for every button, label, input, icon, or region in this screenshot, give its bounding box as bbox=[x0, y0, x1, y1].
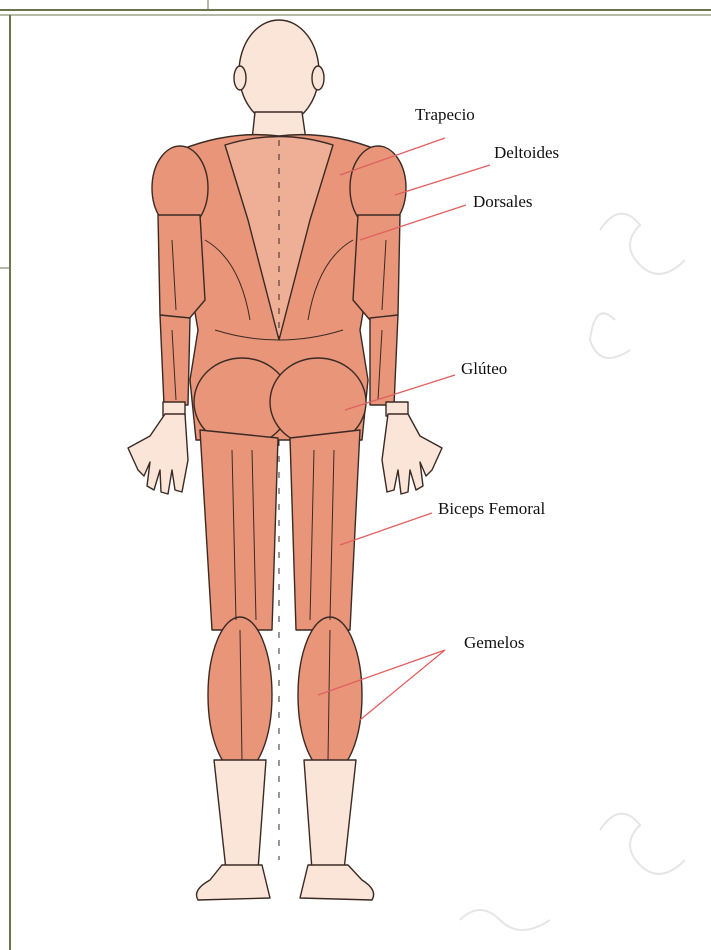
left-shin bbox=[214, 760, 266, 870]
label-trapecio: Trapecio bbox=[415, 106, 475, 123]
label-biceps-femoral: Biceps Femoral bbox=[438, 500, 545, 517]
label-dorsales: Dorsales bbox=[473, 193, 532, 210]
right-ear bbox=[312, 66, 324, 90]
right-shin bbox=[304, 760, 356, 870]
right-forearm bbox=[370, 315, 398, 405]
left-forearm bbox=[160, 315, 190, 405]
left-upper-arm bbox=[158, 215, 205, 320]
leader-deltoides bbox=[395, 165, 490, 195]
right-upper-arm bbox=[353, 215, 400, 320]
leader-gemelos-2 bbox=[360, 650, 445, 720]
left-foot bbox=[197, 865, 271, 900]
label-gluteo: Glúteo bbox=[461, 360, 507, 377]
right-foot bbox=[300, 865, 374, 900]
body-figure bbox=[128, 20, 442, 900]
right-thigh bbox=[290, 430, 360, 630]
left-ear bbox=[234, 66, 246, 90]
head bbox=[239, 20, 319, 124]
label-deltoides: Deltoides bbox=[494, 144, 559, 161]
right-hand bbox=[382, 414, 442, 494]
left-hand bbox=[128, 414, 188, 494]
label-gemelos: Gemelos bbox=[464, 634, 524, 651]
watermark bbox=[460, 214, 685, 930]
left-thigh bbox=[200, 430, 278, 630]
